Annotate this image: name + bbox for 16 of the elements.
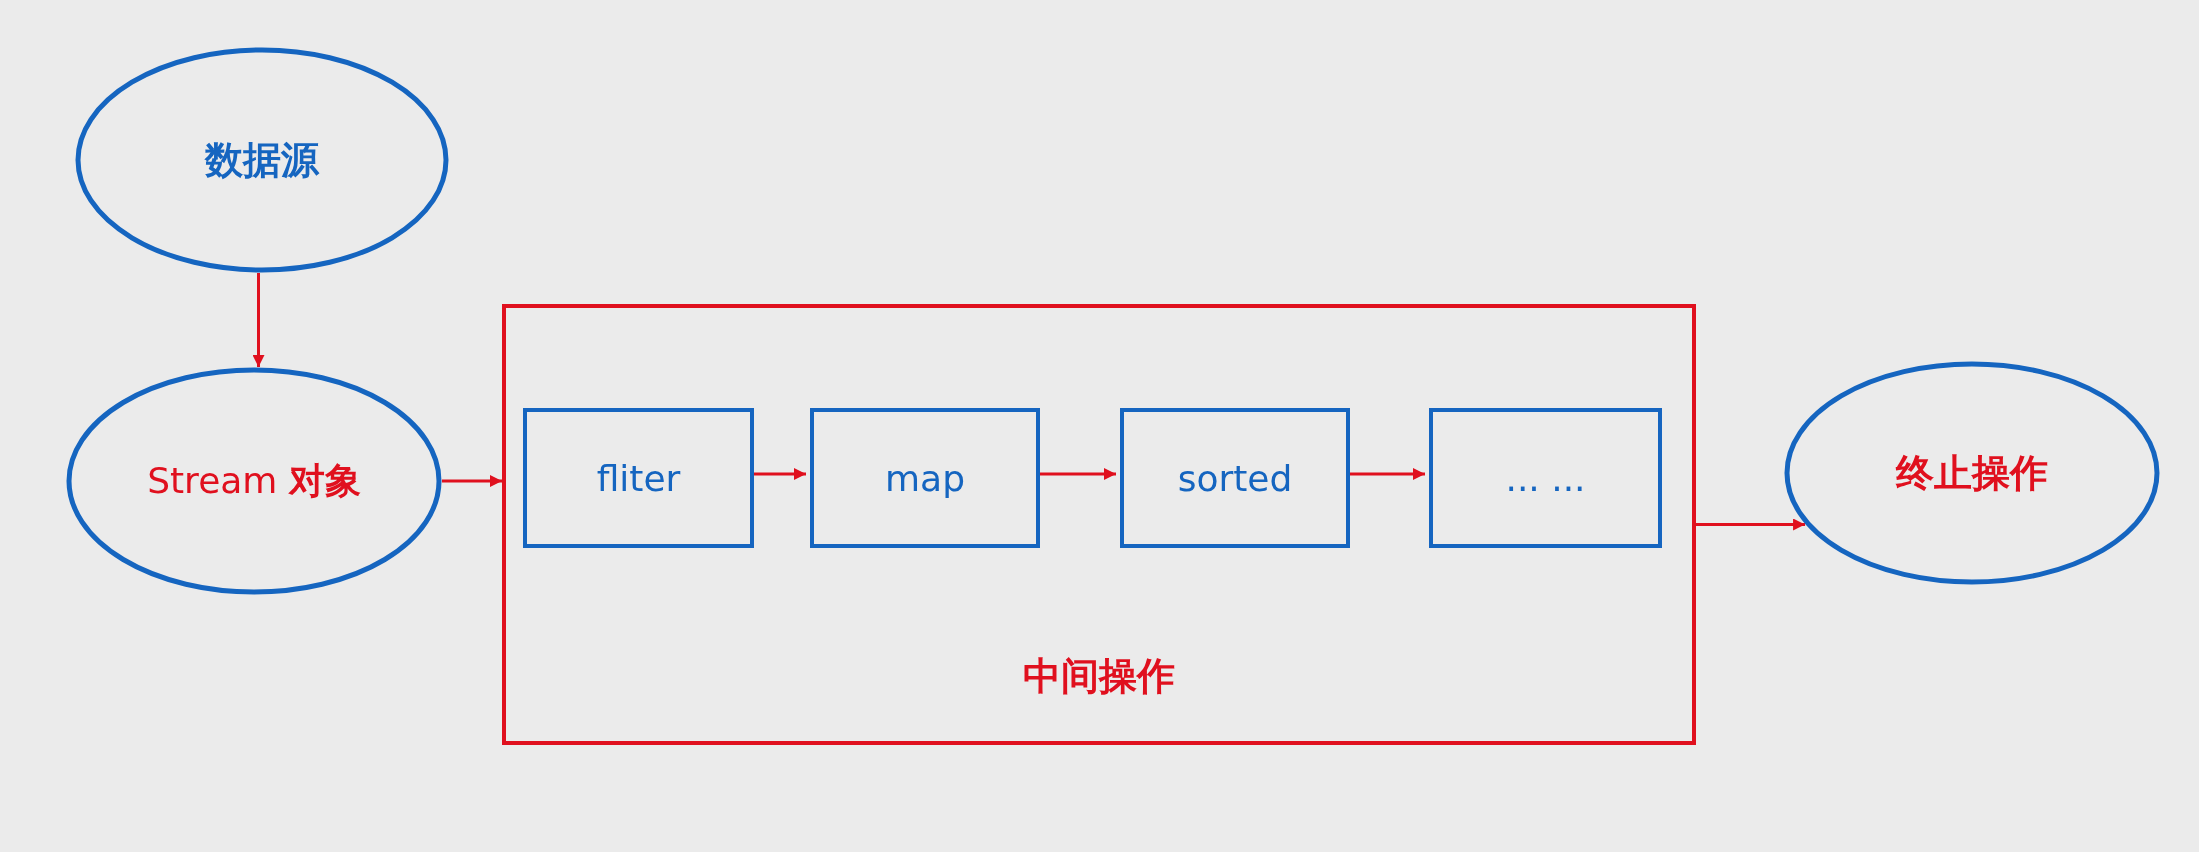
process-box xyxy=(1429,408,1662,548)
node-label: 数据源 xyxy=(205,136,319,184)
group-frame xyxy=(502,304,1696,745)
node-label: ... ... xyxy=(1505,457,1586,499)
arrow xyxy=(1696,518,1806,531)
node-label: sorted xyxy=(1177,457,1293,499)
node-label: 终止操作 xyxy=(1896,449,2048,497)
process-box xyxy=(810,408,1040,548)
arrow xyxy=(252,273,265,368)
node-label: fliter xyxy=(596,457,681,499)
group-title: 中间操作 xyxy=(1023,652,1175,700)
process-box xyxy=(523,408,754,548)
node-label: Stream 对象 xyxy=(147,458,361,503)
node-label: map xyxy=(885,457,965,499)
arrow xyxy=(442,475,502,487)
process-box xyxy=(1120,408,1350,548)
